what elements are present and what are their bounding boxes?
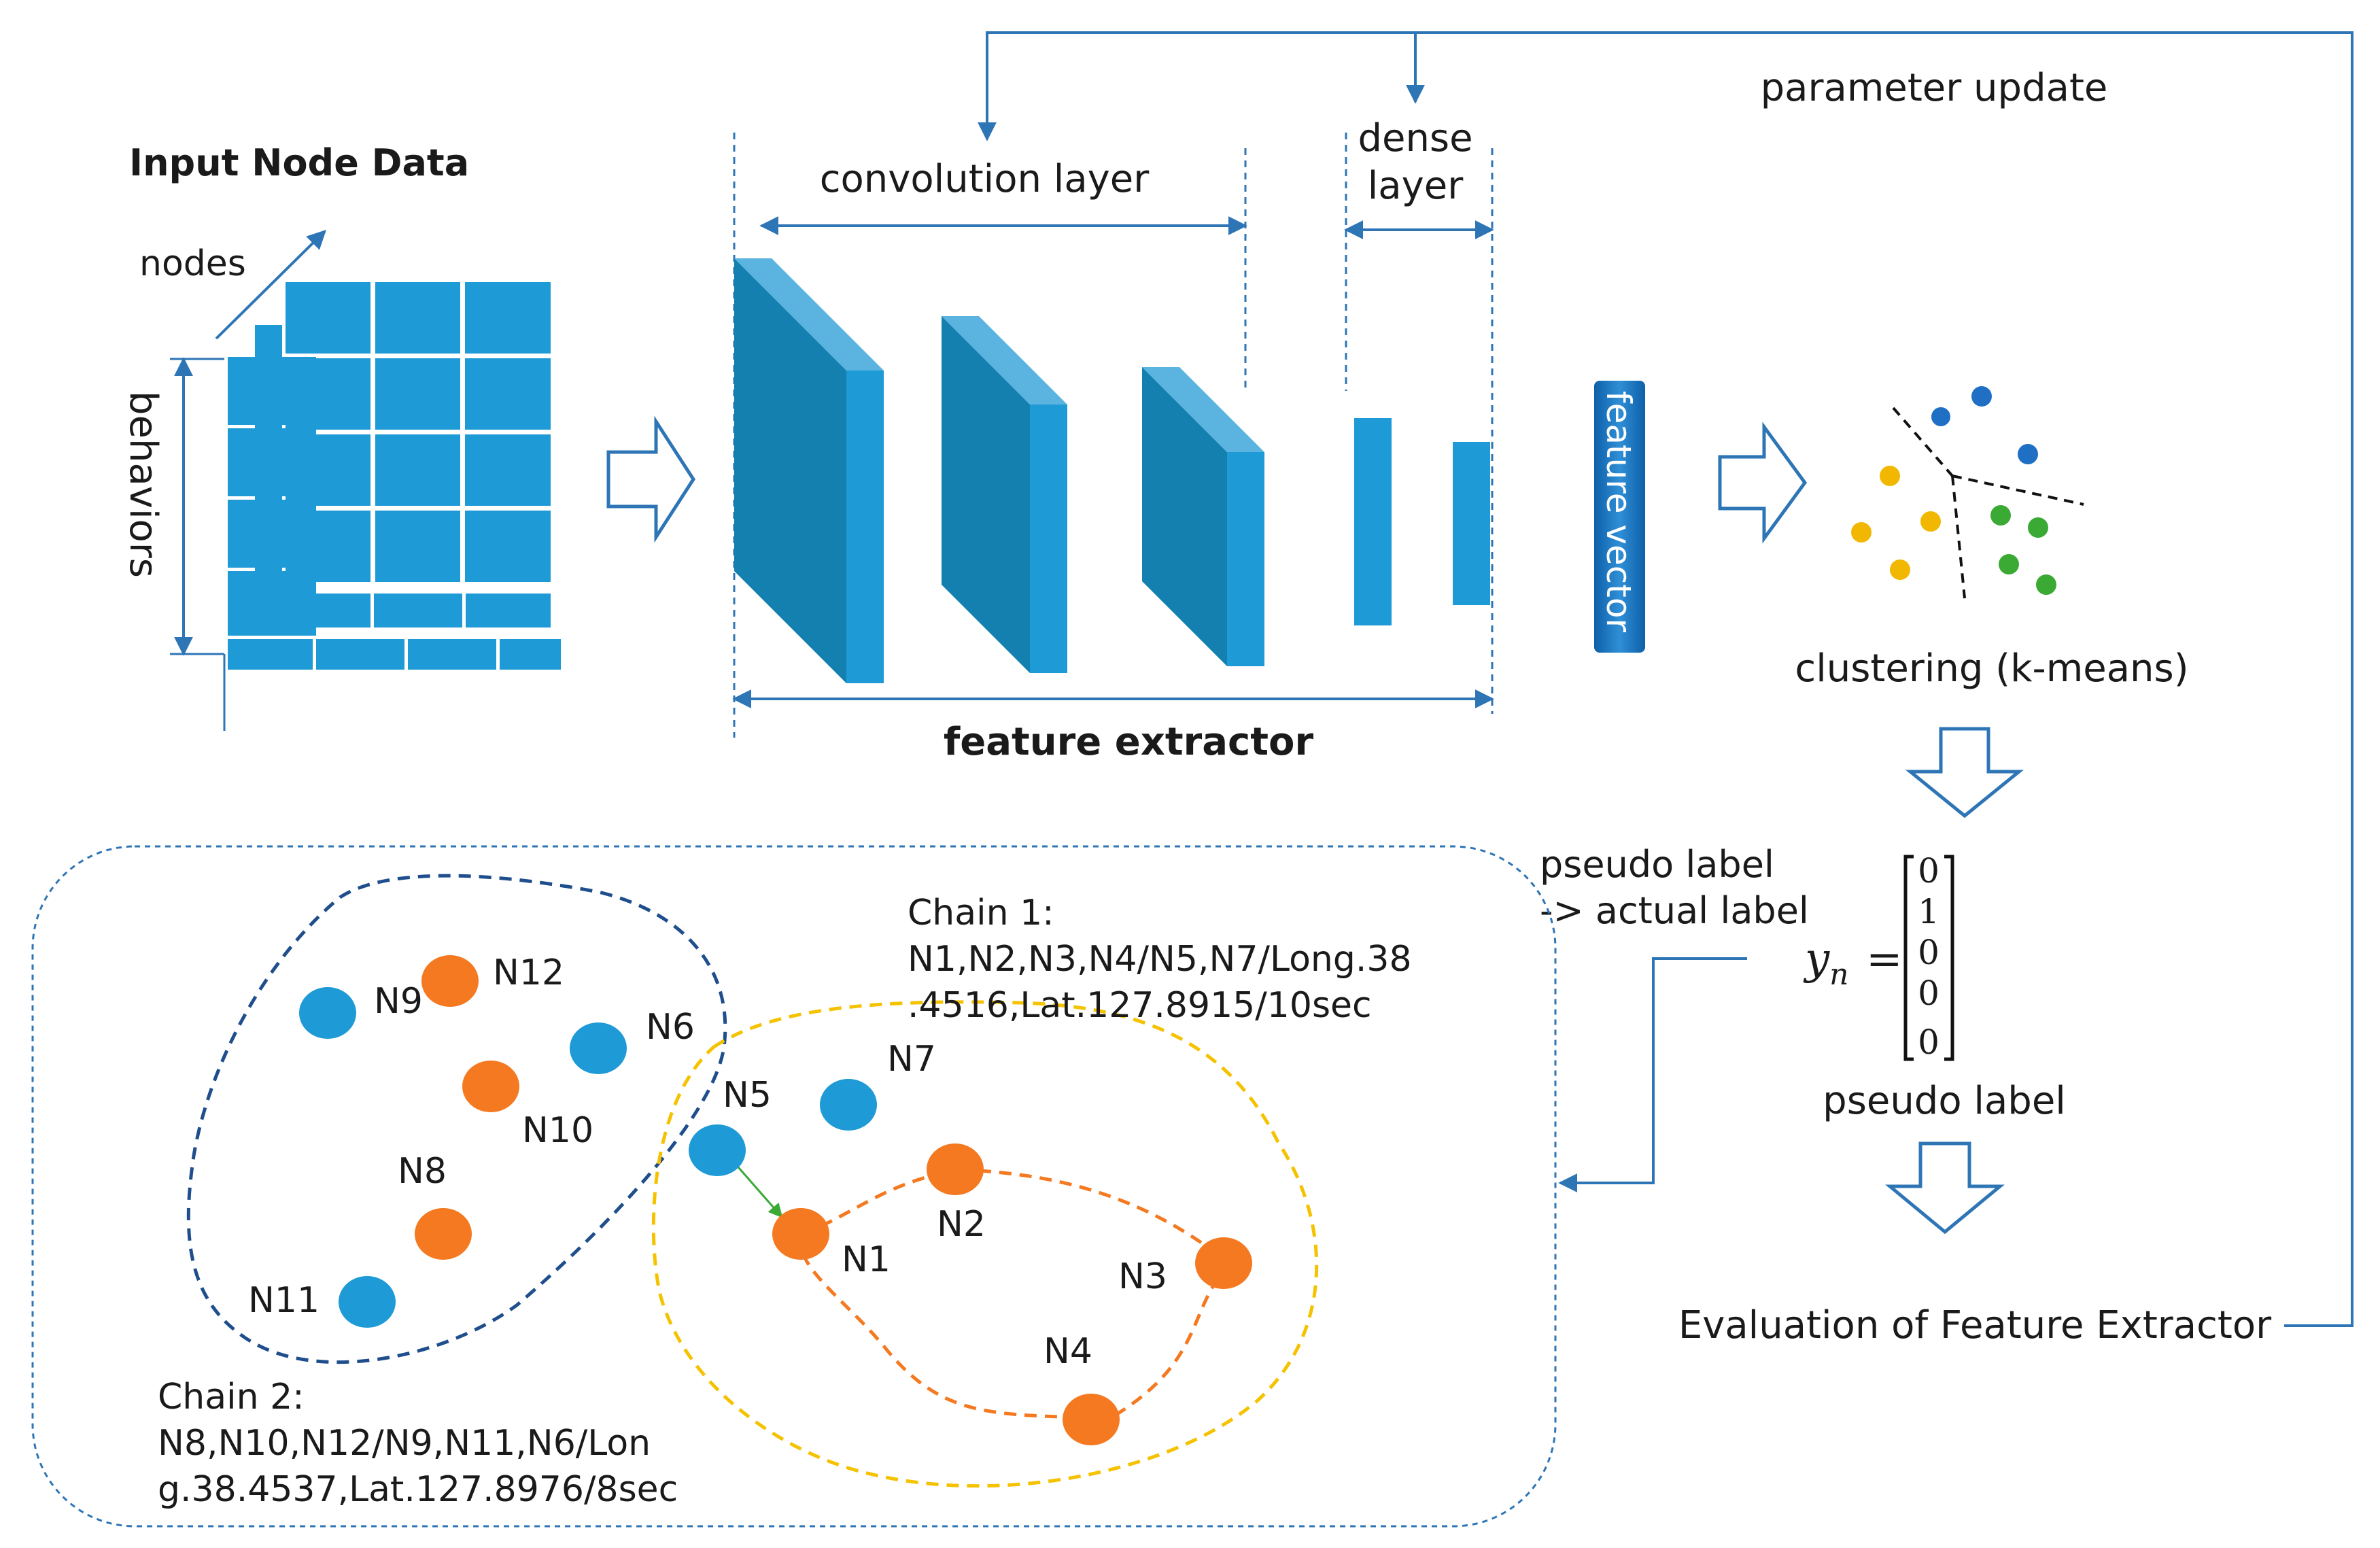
vector-entry: 0 <box>1918 933 1939 972</box>
cluster-point-green <box>1990 505 2011 526</box>
chain2-location: g.38.4537,Lat.127.8976/8sec <box>158 1469 678 1510</box>
vector-entry: 0 <box>1918 851 1939 891</box>
evaluation-label: Evaluation of Feature Extractor <box>1678 1303 2272 1347</box>
node-label-n12: N12 <box>493 952 564 993</box>
flow-arrow-to-evaluation <box>1885 1141 2005 1235</box>
chain1-boundary <box>651 1000 1319 1488</box>
chain2-boundary <box>186 874 727 1364</box>
node-n10 <box>462 1061 519 1112</box>
node-label-n6: N6 <box>646 1007 695 1048</box>
input-title: Input Node Data <box>129 141 469 184</box>
pseudo-to-actual-line2: -> actual label <box>1540 889 1809 932</box>
feature-vector: feature vector <box>1594 381 1645 653</box>
conv-block-3 <box>1142 367 1264 666</box>
cluster-boundary-2 <box>1952 475 2084 506</box>
cluster-point-gold <box>1880 466 1900 486</box>
n5-to-n1-arrow <box>733 1162 783 1218</box>
node-n11 <box>339 1276 396 1328</box>
chain2-title: Chain 2: <box>158 1377 305 1417</box>
feature-vector-bar <box>1594 381 1645 653</box>
chain1-title: Chain 1: <box>908 893 1054 933</box>
cluster-boundary-3 <box>1951 475 1966 599</box>
node-n4 <box>1063 1394 1120 1445</box>
node-n12 <box>421 955 479 1007</box>
feature-extractor: convolution layer dense layer feature ex… <box>732 116 1645 764</box>
equation-equals: = <box>1866 934 1903 984</box>
pseudo-label-caption: pseudo label <box>1823 1079 2066 1123</box>
node-label-n5: N5 <box>723 1075 772 1116</box>
chain1-link <box>799 1243 1078 1420</box>
chain1-link <box>1110 1277 1220 1420</box>
dense-block-1 <box>1354 418 1392 625</box>
flow-arrow-input-to-cnn <box>606 415 695 543</box>
node-label-n1: N1 <box>842 1239 891 1280</box>
conv-block-2 <box>942 316 1067 673</box>
cluster-point-gold <box>1851 522 1872 543</box>
input-node-data: Input Node Data nodes behaviors <box>121 141 561 731</box>
chain1-location: .4516,Lat.127.8915/10sec <box>908 985 1372 1026</box>
node-label-n2: N2 <box>937 1204 986 1245</box>
cluster-point-blue <box>1971 386 1992 407</box>
behaviors-label: behaviors <box>121 391 165 578</box>
vector-entry: 0 <box>1918 1022 1939 1062</box>
node-label-n4: N4 <box>1044 1331 1092 1372</box>
parameter-update-label: parameter update <box>1761 66 2108 110</box>
node-n3 <box>1195 1237 1252 1289</box>
node-n9 <box>299 987 356 1039</box>
cluster-point-gold <box>1920 511 1941 532</box>
feature-extractor-label: feature extractor <box>944 720 1314 764</box>
feature-vector-label: feature vector <box>1599 391 1638 632</box>
cluster-point-green <box>1999 554 2019 574</box>
dense-block-2 <box>1453 442 1490 605</box>
conv-layer-label: convolution layer <box>820 157 1150 201</box>
node-n5 <box>689 1124 746 1176</box>
node-label-n3: N3 <box>1118 1256 1167 1297</box>
actual-label-arrow <box>1558 957 1747 1192</box>
flow-arrow-to-clustering <box>1718 422 1808 544</box>
node-label-n8: N8 <box>398 1151 447 1192</box>
pseudo-label-equation: yn = 0 1 0 0 0 pseudo label <box>1803 851 2066 1123</box>
clustering-plot: clustering (k-means) <box>1795 386 2189 691</box>
conv-block-1 <box>734 258 884 683</box>
equation-subscript: n <box>1829 957 1848 992</box>
input-grid-stack <box>228 282 561 670</box>
graph-panel-border <box>31 845 1557 1528</box>
chain1-members: N1,N2,N3,N4/N5,N7/Long.38 <box>908 939 1412 980</box>
vector-entry: 1 <box>1918 892 1939 931</box>
matrix-bracket-left <box>1903 855 1914 1061</box>
nodes-arrow <box>215 230 326 340</box>
flow-arrow-to-pseudo-label <box>1905 727 2024 819</box>
node-n6 <box>570 1022 627 1074</box>
dense-layer-label-2: layer <box>1368 164 1464 208</box>
cluster-point-green <box>2036 574 2056 595</box>
node-label-n9: N9 <box>374 981 423 1022</box>
grid-layer-front <box>286 282 551 582</box>
node-n7 <box>820 1079 877 1131</box>
nodes-label: nodes <box>139 243 246 284</box>
node-label-n10: N10 <box>522 1110 593 1151</box>
node-n8 <box>415 1208 472 1260</box>
equation-y: yn <box>1803 934 1849 992</box>
node-label-n11: N11 <box>248 1280 320 1321</box>
vector-entry: 0 <box>1918 974 1939 1013</box>
cluster-point-green <box>2028 517 2048 538</box>
cluster-point-blue <box>1930 406 1952 428</box>
node-label-n7: N7 <box>887 1039 936 1080</box>
node-n1 <box>772 1208 829 1260</box>
matrix-bracket-right <box>1944 855 1954 1061</box>
dense-layer-label-1: dense <box>1358 116 1472 160</box>
cluster-point-gold <box>1890 560 1910 580</box>
clustering-label: clustering (k-means) <box>1795 647 2188 691</box>
chain2-members: N8,N10,N12/N9,N11,N6/Lon <box>158 1423 651 1464</box>
node-n2 <box>927 1143 984 1195</box>
chain1-link <box>978 1169 1222 1258</box>
node-graph-panel: N9 N12 N6 N10 N8 N11 N5 N7 N2 N1 N3 N4 C… <box>31 845 1557 1528</box>
grid-layer-mid <box>255 325 551 627</box>
parameter-update-loop <box>978 31 2353 1327</box>
cluster-point-blue <box>2018 444 2038 464</box>
pseudo-to-actual-line1: pseudo label <box>1540 843 1774 886</box>
